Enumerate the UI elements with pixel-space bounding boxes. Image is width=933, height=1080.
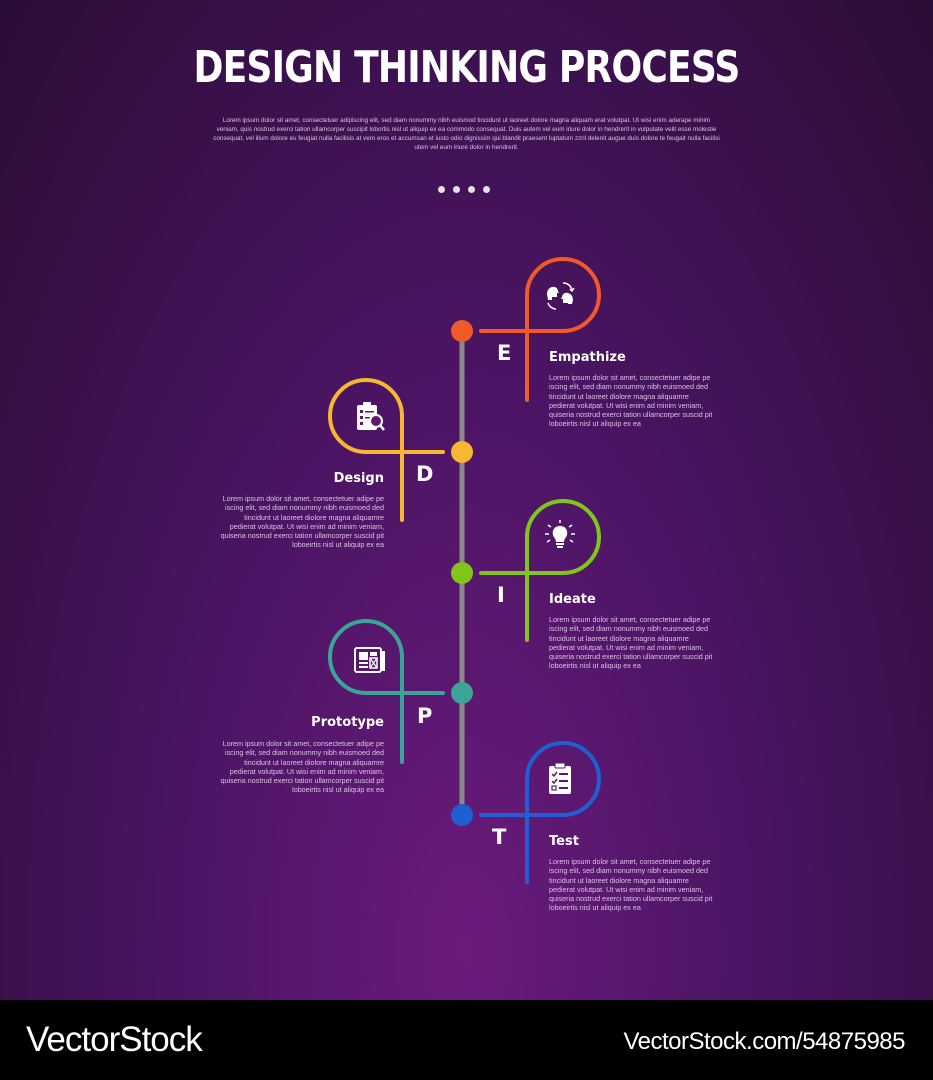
step-letter-prototype: P <box>417 704 433 728</box>
step-title-design: Design <box>333 471 384 486</box>
step-letter-design: D <box>416 462 434 486</box>
checklist-icon <box>549 762 571 794</box>
pagination-dots <box>438 178 498 193</box>
brand-logo: VectorStock <box>26 1020 203 1059</box>
test-node <box>451 804 473 826</box>
step-title-prototype: Prototype <box>311 715 384 730</box>
step-title-ideate: Ideate <box>549 592 596 607</box>
empathize-loop <box>479 257 601 402</box>
clipboard-magnifier-icon <box>357 402 385 431</box>
step-description-design: Lorem ipsum dolor sit amet, consectetuer… <box>220 494 384 550</box>
page-title: DESIGN THINKING PROCESS <box>193 42 740 93</box>
prototype-node <box>451 682 473 704</box>
step-title-empathize: Empathize <box>549 350 626 365</box>
step-letter-empathize: E <box>497 341 512 365</box>
blueprint-icon <box>354 647 385 673</box>
prototype-loop <box>328 619 445 764</box>
ideate-loop <box>479 499 601 642</box>
dot <box>468 186 475 193</box>
step-description-prototype: Lorem ipsum dolor sit amet, consectetuer… <box>220 739 384 795</box>
step-letter-test: T <box>492 825 507 849</box>
test-loop <box>479 741 601 884</box>
dot <box>453 186 460 193</box>
design-loop <box>328 378 445 522</box>
process-diagram <box>328 257 601 884</box>
dot <box>483 186 490 193</box>
step-title-test: Test <box>549 834 579 849</box>
dot <box>438 186 445 193</box>
image-id-watermark: VectorStock.com/54875985 <box>623 1028 905 1055</box>
empathize-node <box>451 320 473 342</box>
two-heads-exchange-icon <box>547 282 575 310</box>
lightbulb-icon <box>545 520 575 548</box>
step-description-empathize: Lorem ipsum dolor sit amet, consectetuer… <box>549 373 713 429</box>
step-description-test: Lorem ipsum dolor sit amet, consectetuer… <box>549 857 713 913</box>
design-node <box>451 441 473 463</box>
step-description-ideate: Lorem ipsum dolor sit amet, consectetuer… <box>549 615 713 671</box>
page-subtitle: Lorem ipsum dolor sit amet, consectetuer… <box>213 117 720 151</box>
infographic-canvas: DESIGN THINKING PROCESS Lorem ipsum dolo… <box>0 0 933 1000</box>
watermark-footer: VectorStock VectorStock.com/54875985 <box>0 1000 933 1080</box>
step-letter-ideate: I <box>497 583 505 607</box>
ideate-node <box>451 562 473 584</box>
